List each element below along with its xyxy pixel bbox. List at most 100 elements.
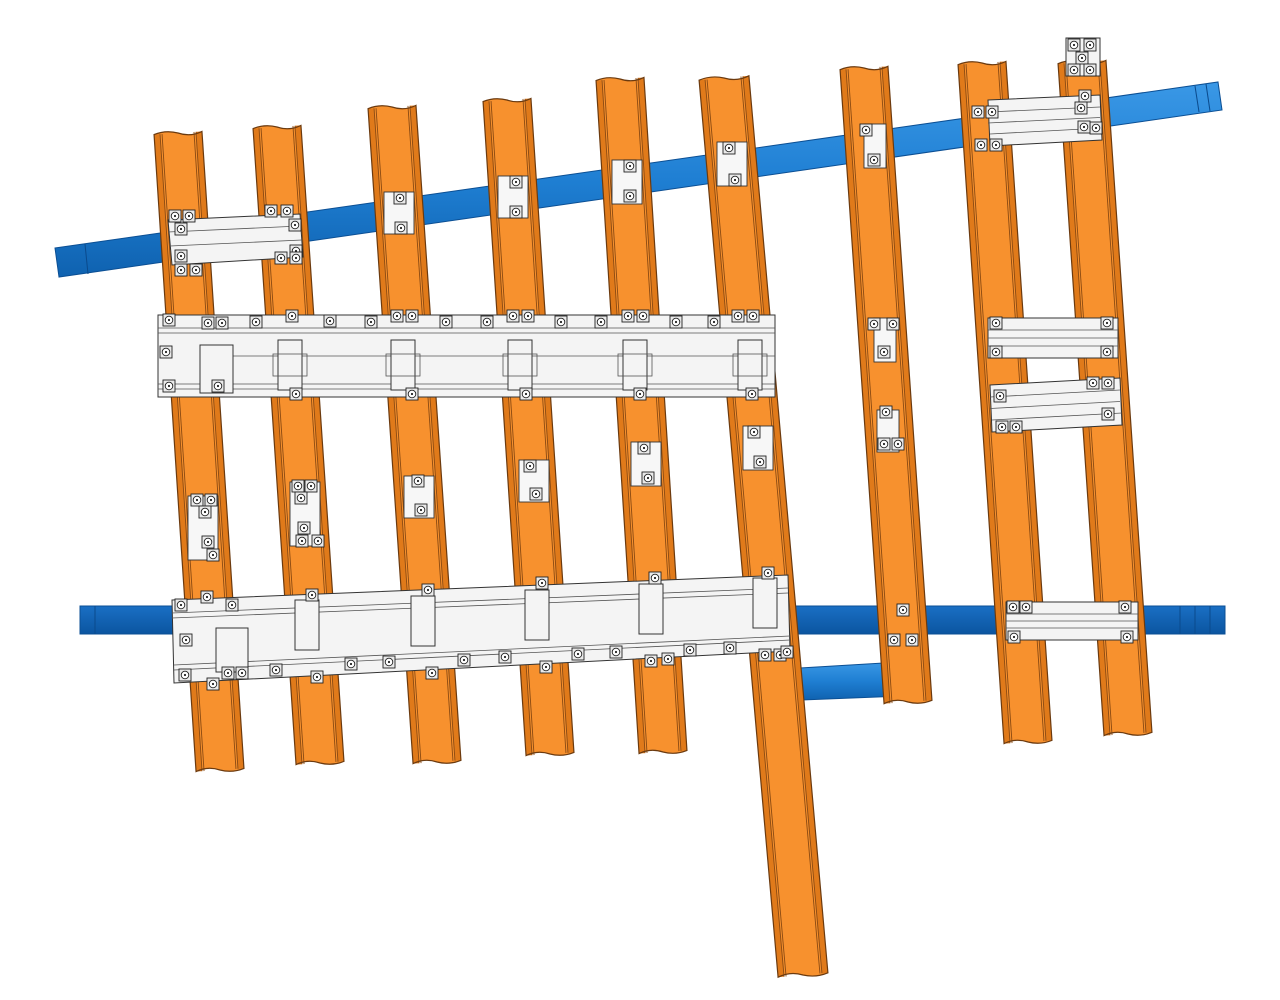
bolt-icon	[989, 316, 1003, 330]
bolt-icon	[174, 249, 188, 263]
bolt-icon	[571, 647, 585, 661]
bolt-icon	[879, 405, 893, 419]
bolt-icon	[225, 598, 239, 612]
bolt-icon	[294, 491, 308, 505]
bolt-icon	[623, 159, 637, 173]
bolt-icon	[323, 314, 337, 328]
bolt-icon	[1074, 101, 1088, 115]
bolt-icon	[1101, 376, 1115, 390]
bolt-icon	[159, 345, 173, 359]
bolt-icon	[457, 653, 471, 667]
bolt-icon	[264, 204, 278, 218]
right-splice-plate	[987, 94, 1103, 147]
bolt-icon	[390, 309, 404, 323]
bolt-icon	[905, 633, 919, 647]
bolt-icon	[178, 668, 192, 682]
bolt-icon	[288, 218, 302, 232]
bolt-icon	[206, 548, 220, 562]
bolt-icon	[1089, 121, 1103, 135]
bolt-icon	[506, 309, 520, 323]
bolt-icon	[877, 345, 891, 359]
bolt-icon	[215, 316, 229, 330]
bolt-icon	[1101, 407, 1115, 421]
bolt-icon	[728, 173, 742, 187]
bolt-icon	[723, 641, 737, 655]
bolt-icon	[1006, 600, 1020, 614]
bolt-icon	[304, 479, 318, 493]
bolt-icon	[411, 474, 425, 488]
bolt-icon	[1019, 600, 1033, 614]
bolt-icon	[200, 590, 214, 604]
bolt-icon	[971, 105, 985, 119]
bolt-icon	[249, 315, 263, 329]
bolt-icon	[204, 493, 218, 507]
bolt-icon	[896, 603, 910, 617]
bolt-icon	[405, 387, 419, 401]
bolt-icon	[1067, 38, 1081, 52]
bolt-icon	[535, 576, 549, 590]
bolt-icon	[1083, 63, 1097, 77]
bolt-icon	[289, 387, 303, 401]
bolt-icon	[168, 209, 182, 223]
bolt-icon	[182, 209, 196, 223]
bolt-icon	[1100, 345, 1114, 359]
bolt-icon	[985, 105, 999, 119]
bolt-icon	[421, 583, 435, 597]
bolt-icon	[891, 437, 905, 451]
bolt-icon	[289, 251, 303, 265]
bolt-icon	[1083, 38, 1097, 52]
bolt-icon	[519, 387, 533, 401]
bolt-icon	[780, 645, 794, 659]
white-plates	[157, 37, 1139, 684]
bolt-icon	[190, 493, 204, 507]
bolt-icon	[521, 309, 535, 323]
bolt-icon	[731, 309, 745, 323]
bolt-icon	[745, 387, 759, 401]
bolt-icon	[162, 379, 176, 393]
bolt-icon	[201, 535, 215, 549]
bolt-icon	[648, 571, 662, 585]
bolt-icon	[887, 633, 901, 647]
bolt-icon	[498, 650, 512, 664]
bolt-icon	[707, 315, 721, 329]
bolt-icon	[1118, 600, 1132, 614]
bolt-icon	[305, 588, 319, 602]
bolt-icon	[1077, 120, 1091, 134]
bolt-icon	[1100, 316, 1114, 330]
bolt-icon	[722, 141, 736, 155]
bolt-icon	[641, 471, 655, 485]
bolt-icon	[310, 670, 324, 684]
bolt-icon	[174, 222, 188, 236]
clips	[159, 38, 1134, 691]
orange-beam	[839, 65, 933, 705]
bolt-icon	[221, 666, 235, 680]
bolt-icon	[439, 315, 453, 329]
bolt-icon	[633, 387, 647, 401]
bolt-icon	[235, 666, 249, 680]
bolt-icon	[747, 425, 761, 439]
bolt-icon	[1009, 420, 1023, 434]
lower-splice-plate	[171, 574, 791, 684]
bolt-icon	[594, 315, 608, 329]
bolt-icon	[753, 455, 767, 469]
bolt-icon	[1075, 51, 1089, 65]
bolt-icon	[523, 459, 537, 473]
bolt-icon	[198, 505, 212, 519]
bolt-icon	[636, 309, 650, 323]
bolt-icon	[974, 138, 988, 152]
bolt-icon	[989, 138, 1003, 152]
bolt-icon	[886, 317, 900, 331]
bolt-icon	[269, 663, 283, 677]
bolt-icon	[509, 205, 523, 219]
bolt-icon	[162, 313, 176, 327]
bolt-icon	[189, 263, 203, 277]
bolt-icon	[174, 263, 188, 277]
bolt-icon	[174, 598, 188, 612]
bolt-icon	[529, 487, 543, 501]
bolt-icon	[867, 153, 881, 167]
bolt-icon	[539, 660, 553, 674]
top-left-splice	[167, 213, 304, 266]
right-splice-plate	[1005, 601, 1139, 641]
bolt-icon	[867, 317, 881, 331]
